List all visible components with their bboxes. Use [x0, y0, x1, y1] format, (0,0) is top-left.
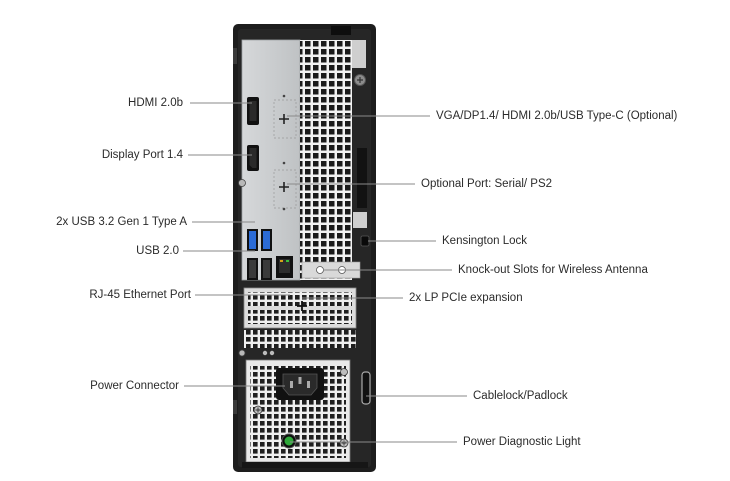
top-screw-icon	[354, 74, 366, 86]
power-connector-socket	[276, 368, 324, 400]
label-kensington: Kensington Lock	[442, 235, 528, 247]
pcie-expansion-slots	[243, 287, 357, 329]
usb-3-2-ports	[247, 229, 272, 251]
leader-lines	[183, 102, 467, 443]
hdmi-port	[247, 97, 259, 125]
label-hdmi: HDMI 2.0b	[128, 97, 183, 109]
diag-led-icon	[281, 433, 297, 449]
cablelock-padlock-loop	[361, 371, 371, 405]
kensington-lock-slot	[360, 235, 370, 247]
label-cablelock: Cablelock/Padlock	[473, 390, 568, 402]
psu-screw-icon	[253, 368, 349, 448]
upper-vent-grid	[300, 40, 352, 280]
label-displayport: Display Port 1.4	[101, 149, 183, 161]
label-pcie: 2x LP PCIe expansion	[409, 292, 523, 304]
label-usb-3-2: 2x USB 3.2 Gen 1 Type A	[56, 216, 187, 228]
label-optional-port: Optional Port: Serial/ PS2	[421, 178, 553, 190]
optional-module-screw-icon	[273, 94, 297, 211]
label-diag-light: Power Diagnostic Light	[463, 436, 581, 448]
usb-2-0-ports	[247, 258, 272, 280]
label-rj45: RJ-45 Ethernet Port	[89, 289, 191, 301]
label-usb-2-0: USB 2.0	[136, 245, 179, 257]
label-vga-dp-hdmi-usbc: VGA/DP1.4/ HDMI 2.0b/USB Type-C (Optiona…	[436, 110, 678, 122]
label-knockout-slots: Knock-out Slots for Wireless Antenna	[458, 264, 648, 276]
label-power-connector: Power Connector	[90, 380, 179, 392]
displayport-port	[247, 145, 259, 171]
rj45-port	[276, 256, 293, 278]
chassis-screw-icon	[238, 179, 275, 357]
